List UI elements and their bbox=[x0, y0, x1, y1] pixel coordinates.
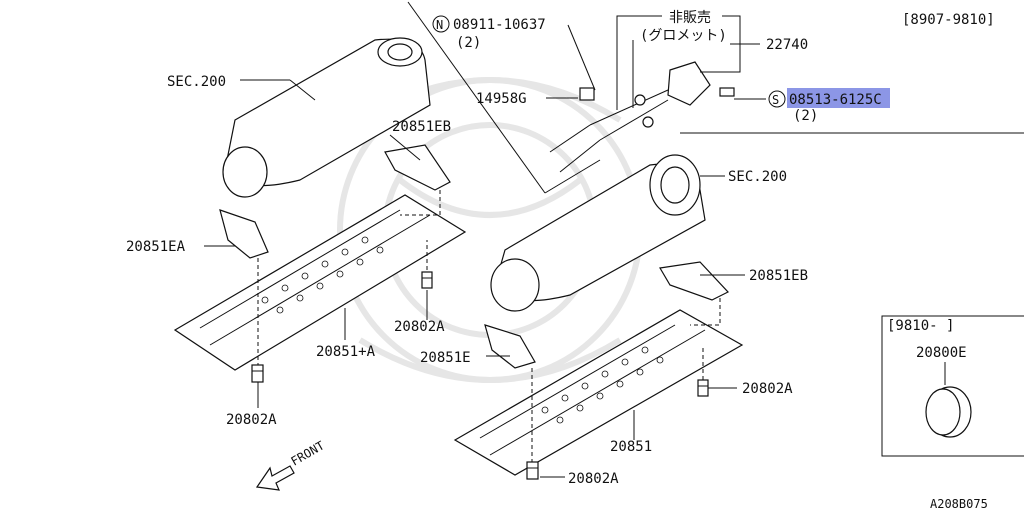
bracket-eb-right bbox=[659, 261, 729, 301]
left-catalytic-converter bbox=[222, 37, 431, 198]
highlight-box bbox=[787, 88, 890, 108]
bracket-e bbox=[484, 324, 536, 369]
label-bolt-bottom: 20802A bbox=[568, 471, 619, 487]
label-cover-right: 20851 bbox=[610, 439, 652, 455]
label-bolt-mid: 20802A bbox=[394, 319, 445, 335]
right-catalytic-converter bbox=[490, 154, 706, 312]
front-arrow bbox=[255, 465, 295, 491]
left-heat-cover bbox=[173, 194, 467, 371]
label-sec-left: SEC.200 bbox=[167, 74, 226, 90]
label-e: 20851E bbox=[420, 350, 471, 366]
label-nut-symbol: N bbox=[436, 18, 443, 32]
dash-eb-top bbox=[400, 190, 441, 216]
dash-eb-right bbox=[690, 298, 721, 326]
bracket-eb-top bbox=[384, 144, 451, 191]
bolt-bottom bbox=[526, 461, 539, 480]
label-ea: 20851EA bbox=[126, 239, 186, 255]
label-bolt-left: 20802A bbox=[226, 412, 277, 428]
label-eb-top: 20851EB bbox=[392, 119, 451, 135]
label-nut-part: 08911-10637 bbox=[453, 17, 546, 33]
label-sec-right: SEC.200 bbox=[728, 169, 787, 185]
bolt-mid bbox=[421, 271, 433, 289]
cap-part bbox=[925, 386, 972, 438]
label-eb-right: 20851EB bbox=[749, 268, 808, 284]
leader-diagonal-2 bbox=[544, 159, 601, 194]
screw-symbol-circle bbox=[768, 90, 786, 108]
label-not-sold: 非販売 bbox=[669, 10, 711, 26]
label-bolt-right: 20802A bbox=[742, 381, 793, 397]
leader-diagonal bbox=[407, 1, 546, 194]
inset-panel: [9810- ] 20800E bbox=[881, 315, 1024, 457]
right-heat-cover bbox=[453, 309, 744, 476]
leader-lines bbox=[204, 15, 766, 478]
label-cover-left: 20851+A bbox=[316, 344, 376, 360]
date-range: [8907-9810] bbox=[902, 12, 995, 28]
inset-part-label: 20800E bbox=[916, 345, 967, 361]
label-screw-symbol: S bbox=[772, 93, 779, 107]
label-sensor: 22740 bbox=[766, 37, 808, 53]
bracket-ea bbox=[219, 209, 269, 259]
label-front: FRONT bbox=[289, 438, 327, 468]
label-bracket-14958: 14958G bbox=[476, 91, 527, 107]
label-screw-qty: (2) bbox=[793, 108, 818, 124]
oxygen-sensor bbox=[549, 61, 735, 173]
bolt-left bbox=[251, 364, 264, 383]
label-grommet: (グロメット) bbox=[640, 28, 727, 44]
figure-code: A208B075 bbox=[930, 497, 988, 511]
bolt-right bbox=[697, 379, 709, 397]
label-screw-part[interactable]: 08513-6125C bbox=[789, 92, 882, 108]
inset-range: [9810- ] bbox=[887, 318, 954, 334]
nut-symbol-circle bbox=[432, 15, 450, 33]
label-nut-qty: (2) bbox=[456, 35, 481, 51]
